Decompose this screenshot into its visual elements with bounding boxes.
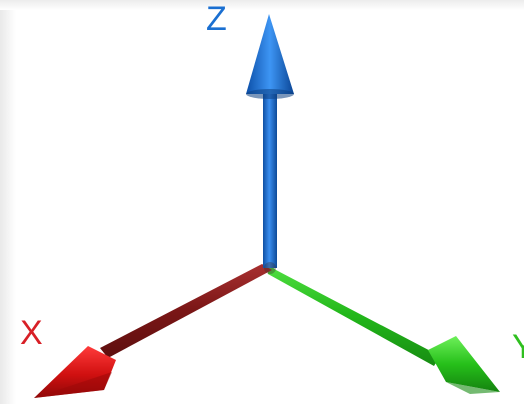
frame-shadow-left xyxy=(0,0,16,404)
z-axis-arrowhead-base xyxy=(246,89,294,99)
x-axis-arrow xyxy=(34,264,272,398)
frame-shadow-top xyxy=(0,0,524,10)
y-axis-arrowhead xyxy=(428,336,500,392)
z-axis-arrowhead xyxy=(246,14,294,94)
z-axis-label: Z xyxy=(206,0,227,38)
origin-joint xyxy=(264,262,276,274)
z-axis-shaft xyxy=(263,94,277,268)
x-axis-label: X xyxy=(20,314,43,352)
x-axis-shaft xyxy=(100,264,272,358)
x-axis-arrowhead-shade xyxy=(34,372,112,398)
z-axis-arrow xyxy=(246,14,294,268)
y-axis-label: Y xyxy=(512,328,524,366)
y-axis-arrow xyxy=(268,264,500,394)
y-axis-shaft xyxy=(268,264,440,366)
y-axis-arrowhead-shade xyxy=(446,382,500,394)
